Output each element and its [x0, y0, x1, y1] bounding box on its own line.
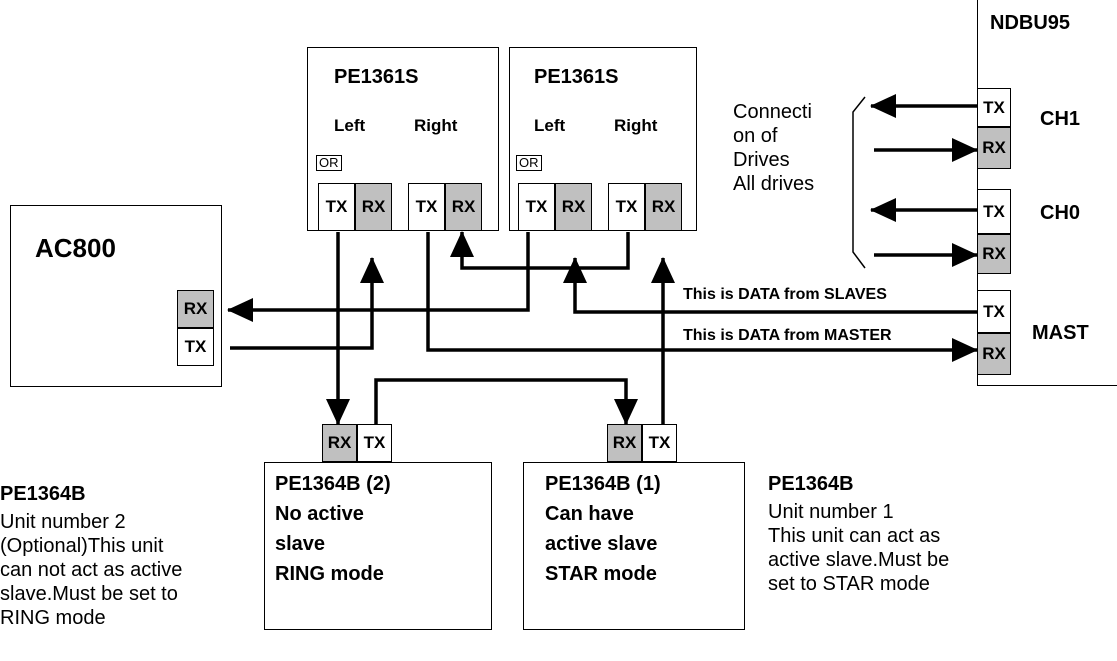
ndbu95-ch1-tx: TX	[977, 88, 1011, 127]
ndbu95-ch1-rx: RX	[977, 127, 1011, 169]
left-note-body: Unit number 2 (Optional)This unit can no…	[0, 511, 183, 629]
ac800-rx-port: RX	[177, 290, 214, 328]
pe1361s-b-label: PE1361S	[534, 66, 619, 88]
data-from-master-label: This is DATA from MASTER	[683, 327, 892, 344]
right-note-title: PE1364B	[768, 473, 854, 495]
pe1364b-1-rx-port: RX	[607, 424, 642, 462]
pe1361s-b-right-label: Right	[614, 116, 658, 135]
pe1361s-b-left-label: Left	[534, 116, 566, 135]
pe1364b-1-tx-port: TX	[642, 424, 677, 462]
pe1364b-1-line4: STAR mode	[545, 563, 657, 585]
link-ac800-tx	[230, 257, 384, 350]
pe1364b-1-line3: active slave	[545, 533, 658, 555]
pe1361s-a-or-gate: OR	[316, 155, 342, 171]
pe1361s-b-or-gate: OR	[516, 155, 542, 171]
pe1361s-a-rx-left: RX	[355, 183, 392, 231]
link-to-ac800-rx	[227, 232, 530, 322]
ndbu95-mast-label: MAST	[1032, 322, 1089, 344]
pe1361s-a-left-label: Left	[334, 116, 366, 135]
pe1361s-a-rx-right: RX	[445, 183, 482, 231]
ac800-tx-port: TX	[177, 328, 214, 366]
pe1364b-2-line1: PE1364B (2)	[275, 473, 391, 495]
pe1361s-a-right-label: Right	[414, 116, 458, 135]
ndbu95-mast-rx: RX	[977, 333, 1011, 375]
pe1361s-b-tx-right: TX	[608, 183, 645, 231]
pe1364b-2-line3: slave	[275, 533, 326, 555]
ndbu95-ch0-rx: RX	[977, 234, 1011, 274]
pe1364b-2-line4: RING mode	[275, 563, 384, 585]
pe1364b-2-tx-port: TX	[357, 424, 392, 462]
ndbu95-ch0-tx: TX	[977, 189, 1011, 234]
link-master	[426, 232, 978, 362]
data-from-slaves-label: This is DATA from SLAVES	[683, 286, 887, 303]
link-b-to-a	[450, 231, 630, 270]
ac800-label: AC800	[35, 233, 116, 263]
ndbu95-ch1-label: CH1	[1040, 108, 1081, 130]
right-note-body: Unit number 1 This unit can act as activ…	[768, 501, 950, 595]
pe1361s-b-rx-right: RX	[645, 183, 682, 231]
left-note-title: PE1364B	[0, 483, 86, 505]
pe1364b-2-box	[264, 462, 492, 630]
pe1364b-1-line1: PE1364B (1)	[545, 473, 661, 495]
pe1364b-1-box	[523, 462, 745, 630]
ndbu95-mast-tx: TX	[977, 290, 1011, 333]
pe1361s-b-tx-left: TX	[518, 183, 555, 231]
pe1361s-a-tx-right: TX	[408, 183, 445, 231]
bracket	[852, 96, 866, 269]
pe1364b-2-rx-port: RX	[322, 424, 357, 462]
pe1361s-a-label: PE1361S	[334, 66, 419, 88]
ndbu95-label: NDBU95	[990, 12, 1071, 34]
pe1361s-b-rx-left: RX	[555, 183, 592, 231]
link-2-to-1	[374, 378, 638, 425]
pe1361s-a-tx-left: TX	[318, 183, 355, 231]
pe1364b-2-line2: No active	[275, 503, 364, 525]
link-slaves	[563, 257, 977, 314]
ndbu95-ch0-label: CH0	[1040, 202, 1081, 224]
connection-note: Connecti on of Drives All drives	[733, 101, 815, 195]
pe1364b-1-line2: Can have	[545, 503, 634, 525]
